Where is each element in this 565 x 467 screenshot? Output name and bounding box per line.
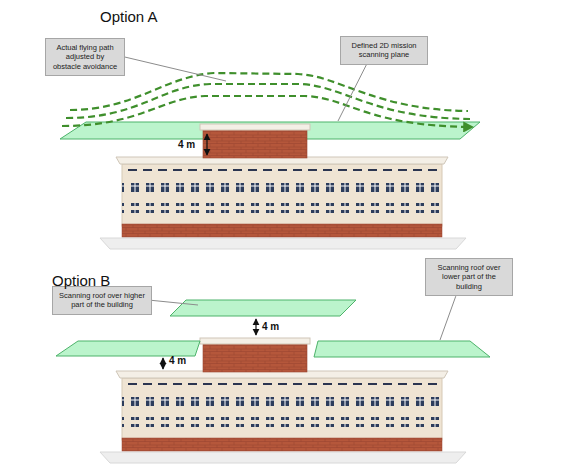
leader-line [338, 65, 366, 121]
dimension-label: 4 m [262, 321, 279, 332]
option-a-illustration [60, 73, 480, 249]
option-heading: Option B [52, 272, 110, 289]
option-b-illustration [56, 300, 490, 463]
dimension-arrow [206, 134, 207, 155]
building-upper-part [200, 338, 310, 372]
callout-box: Scanning roof over lower part of the bui… [425, 258, 513, 296]
flight-path [62, 73, 472, 127]
dimension-arrow [255, 319, 256, 335]
option-heading: Option A [100, 8, 158, 25]
dimension-arrow [162, 358, 163, 369]
callout-text: Defined 2D mission scanning plane [346, 41, 422, 60]
dimension-label: 4 m [178, 139, 195, 150]
scanning-plane-high [170, 300, 356, 316]
building-upper-part [200, 124, 310, 158]
dimension-label: 4 m [169, 355, 186, 366]
scanning-plane-low-left [56, 341, 200, 356]
scanning-plane-low-right [314, 341, 490, 357]
callout-text: Scanning roof over higher part of the bu… [58, 291, 146, 310]
leader-lines [125, 57, 456, 340]
callout-box: Scanning roof over higher part of the bu… [52, 286, 152, 315]
building [100, 371, 466, 463]
building [100, 157, 466, 249]
leader-line [152, 300, 198, 305]
callout-box: Defined 2D mission scanning plane [340, 36, 428, 65]
callout-text: Scanning roof over lower part of the bui… [431, 263, 507, 291]
leader-line [440, 296, 456, 340]
callout-box: Actual flying path adjusted by obstacle … [45, 38, 125, 76]
leader-line [125, 57, 226, 81]
callout-text: Actual flying path adjusted by obstacle … [51, 43, 119, 71]
